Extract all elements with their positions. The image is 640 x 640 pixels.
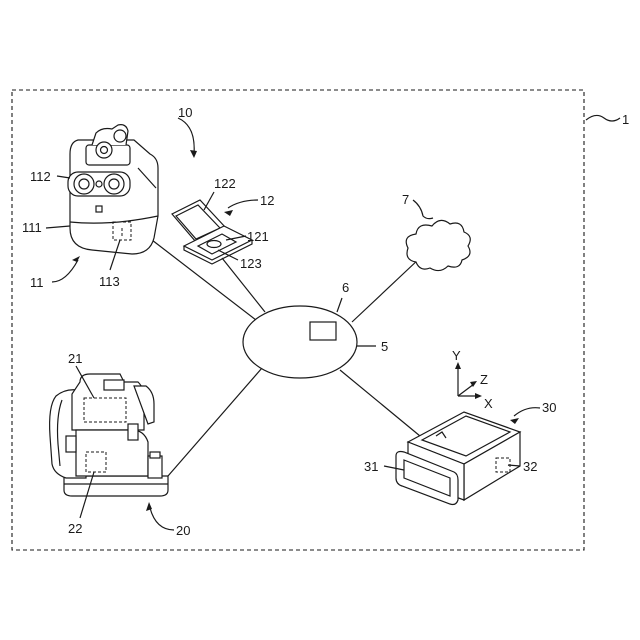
server-leader-line xyxy=(337,298,342,312)
axis-label-y: Y xyxy=(452,348,461,363)
label-lens-display: 31 xyxy=(364,459,378,474)
group-arrowhead xyxy=(190,150,197,158)
refractor-arrow xyxy=(52,260,78,282)
measuring-device xyxy=(50,374,168,496)
label-measuring-device: 20 xyxy=(176,523,190,538)
label-tablet: 12 xyxy=(260,193,274,208)
label-refractor-body: 111 xyxy=(22,220,42,235)
link-cloud-network xyxy=(352,258,420,322)
label-lens-controller: 32 xyxy=(523,459,537,474)
link-lensmeter-network xyxy=(340,370,420,436)
label-lens-meter: 30 xyxy=(542,400,556,415)
label-refractor-controller: 113 xyxy=(99,274,120,289)
label-refractor: 11 xyxy=(30,275,44,290)
tablet-arrow xyxy=(228,200,258,208)
tablet-display-leader xyxy=(204,192,214,210)
label-tablet-display: 122 xyxy=(214,176,236,191)
label-tablet-input: 121 xyxy=(247,229,269,244)
group-arrow xyxy=(178,118,194,154)
cloud-leader-line xyxy=(413,200,433,219)
tablet-device xyxy=(172,200,252,264)
system-leader-line xyxy=(586,115,620,121)
tablet-arrowhead xyxy=(224,210,233,216)
label-device-group: 10 xyxy=(178,105,192,120)
lens-meter-device xyxy=(396,412,520,505)
label-measuring-controller: 22 xyxy=(68,521,82,536)
cloud-shape xyxy=(406,220,470,270)
measuring-arrow xyxy=(150,508,174,530)
label-tablet-controller: 123 xyxy=(240,256,262,271)
refractor-device xyxy=(68,125,158,254)
refractor-arrowhead xyxy=(72,256,80,262)
lens-arrow xyxy=(514,408,540,416)
label-server: 6 xyxy=(342,280,349,295)
lens-arrowhead xyxy=(510,418,519,424)
axis-label-z: Z xyxy=(480,372,488,387)
label-system: 1 xyxy=(622,112,629,127)
axis-label-x: X xyxy=(484,396,493,411)
label-cloud: 7 xyxy=(402,192,409,207)
refractor-body-leader xyxy=(46,226,70,228)
refractor-lens-leader xyxy=(57,176,70,178)
label-measuring-part: 21 xyxy=(68,351,82,366)
server-box xyxy=(310,322,336,340)
link-measuring-network xyxy=(168,368,262,476)
coordinate-axes xyxy=(455,362,482,399)
label-network: 5 xyxy=(381,339,388,354)
network-ellipse xyxy=(243,306,357,378)
label-refractor-lens: 112 xyxy=(30,169,51,184)
